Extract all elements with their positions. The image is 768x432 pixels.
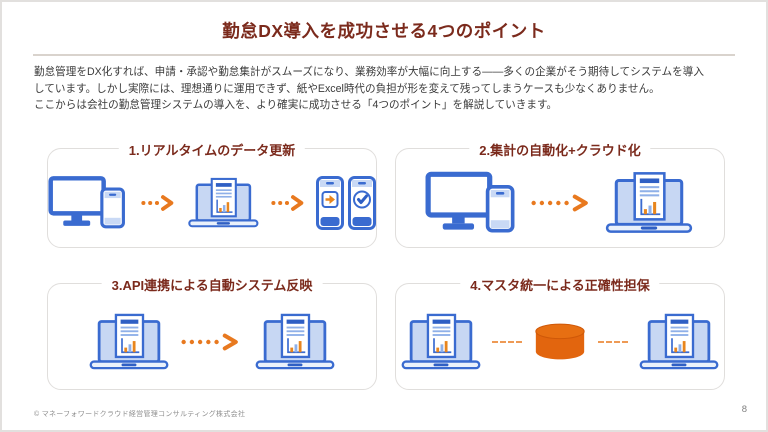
card-title-1: 1.リアルタイムのデータ更新 (118, 140, 306, 159)
page-title: 勤怠DX導入を成功させる4つのポイント (222, 21, 546, 41)
card-master-unification: 4.マスタ統一による正確性担保 (395, 275, 725, 390)
dotted-arrow-icon (181, 333, 238, 350)
desktop-and-phone-icon (425, 171, 515, 233)
dashed-connector (598, 340, 628, 343)
card-2-icons (396, 149, 724, 247)
laptop-report-icon (639, 313, 719, 369)
laptop-report-icon (401, 313, 481, 369)
footer-copyright: © マネーフォワードクラウド経営管理コンサルティング株式会社 (34, 411, 246, 418)
intro-paragraph: 勤怠管理をDX化すれば、申請・承認や勤怠集計がスムーズになり、業務効率が大幅に向… (34, 64, 742, 114)
card-realtime-data-update: 1.リアルタイムのデータ更新 (47, 140, 377, 248)
card-auto-aggregation-cloud: 2.集計の自動化+クラウド化 (395, 140, 725, 248)
title-divider (33, 54, 735, 56)
card-api-integration: 3.API連携による自動システム反映 (47, 275, 377, 390)
intro-line-3: ここからは会社の勤怠管理システムの導入を、より確実に成功させる「4つのポイント」… (34, 99, 558, 111)
card-title-3: 3.API連携による自動システム反映 (101, 275, 323, 294)
card-title-4: 4.マスタ統一による正確性担保 (460, 275, 660, 294)
intro-line-1: 勤怠管理をDX化すれば、申請・承認や勤怠集計がスムーズになり、業務効率が大幅に向… (34, 66, 704, 78)
intro-line-2: しています。しかし実際には、理想通りに運用できず、紙やExcel時代の負担が形を… (34, 82, 660, 95)
laptop-report-icon (605, 172, 693, 233)
laptop-report-icon (89, 313, 169, 369)
dashed-connector (492, 340, 522, 343)
card-1-icons (48, 149, 377, 247)
smartphone-export-icon (316, 176, 345, 230)
desktop-and-phone-icon (48, 176, 125, 229)
dotted-arrow-icon (140, 195, 173, 211)
laptop-report-icon (255, 313, 335, 369)
database-icon (535, 323, 585, 359)
card-title-2: 2.集計の自動化+クラウド化 (469, 140, 651, 159)
laptop-report-icon (188, 177, 259, 228)
card-3-icons (48, 284, 376, 389)
dotted-arrow-icon (271, 195, 303, 211)
phone-pair (316, 176, 377, 230)
dotted-arrow-icon (531, 194, 588, 212)
smartphone-check-icon (348, 176, 377, 230)
page-number: 8 (741, 404, 747, 415)
card-4-icons (396, 284, 724, 389)
